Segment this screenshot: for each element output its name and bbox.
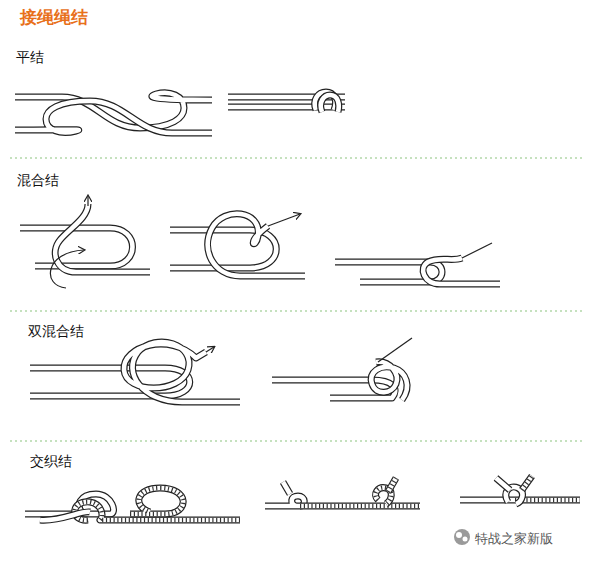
section-heading: 混合结 [17, 172, 59, 189]
section-divider [10, 440, 583, 441]
rope-outline [40, 512, 90, 520]
watermark: 特战之家新版 [474, 531, 554, 547]
weavers-knot-step-1 [25, 488, 240, 520]
rope-outline [371, 362, 407, 400]
rope-outline [496, 478, 510, 490]
rope-outline [321, 95, 339, 112]
rope [300, 504, 420, 509]
rope-outline [30, 368, 190, 396]
section-divider [10, 157, 583, 158]
rope [388, 478, 396, 492]
section-heading-slot: 双混合结 [28, 321, 84, 340]
rope-outline [55, 204, 150, 272]
section-heading-slot: 平结 [16, 47, 44, 66]
section-divider [10, 310, 583, 311]
rope-outline [283, 482, 290, 494]
rope [55, 204, 150, 272]
weavers-knot-step-2 [265, 478, 420, 506]
section-heading: 交织结 [30, 453, 72, 470]
weavers-knot-step-3 [460, 476, 580, 504]
double-sheet-bend-step-2 [272, 338, 412, 400]
rope [522, 476, 532, 490]
rope [228, 105, 345, 110]
sheet-bend-step-1 [20, 196, 150, 288]
rope-outline [124, 342, 240, 402]
double-sheet-bend-step-1 [30, 342, 240, 402]
reef-knot-tight [228, 92, 345, 112]
rope-outline [208, 214, 305, 276]
watermark-slot: 特战之家新版 [474, 528, 554, 547]
section-heading-slot: 交织结 [30, 451, 72, 470]
watermark-icon [454, 529, 470, 545]
page-title-slot: 接绳绳结 [20, 7, 88, 27]
rope-outline [300, 503, 420, 510]
rope [40, 512, 90, 520]
page-title: 接绳绳结 [20, 7, 88, 27]
rope-texture [388, 478, 396, 492]
rope-outline [522, 476, 532, 490]
rope-outline [228, 104, 345, 111]
rope [371, 362, 407, 400]
rope [496, 478, 510, 490]
rope-outline [130, 488, 183, 514]
rope [208, 214, 305, 276]
rope [20, 228, 133, 266]
rope [30, 368, 190, 396]
rope-outline [388, 478, 396, 492]
rope-outline [265, 496, 304, 506]
sheet-bend-step-3 [335, 243, 500, 284]
section-heading: 平结 [16, 49, 44, 66]
reef-knot-loose [15, 93, 212, 133]
rope [321, 95, 339, 112]
sheet-bend-step-2 [170, 214, 305, 276]
rope-texture [522, 476, 532, 490]
rope [283, 482, 290, 494]
rope-texture [130, 488, 183, 514]
rope-outline [20, 228, 133, 266]
rope [265, 496, 304, 506]
rope-outline [15, 101, 212, 133]
section-heading: 双混合结 [28, 323, 84, 340]
rope [423, 258, 500, 284]
rope [130, 488, 183, 514]
rope [15, 101, 212, 133]
rope [124, 342, 240, 402]
rope-texture [300, 504, 420, 509]
section-heading-slot: 混合结 [17, 170, 59, 189]
rope-outline [423, 258, 500, 284]
